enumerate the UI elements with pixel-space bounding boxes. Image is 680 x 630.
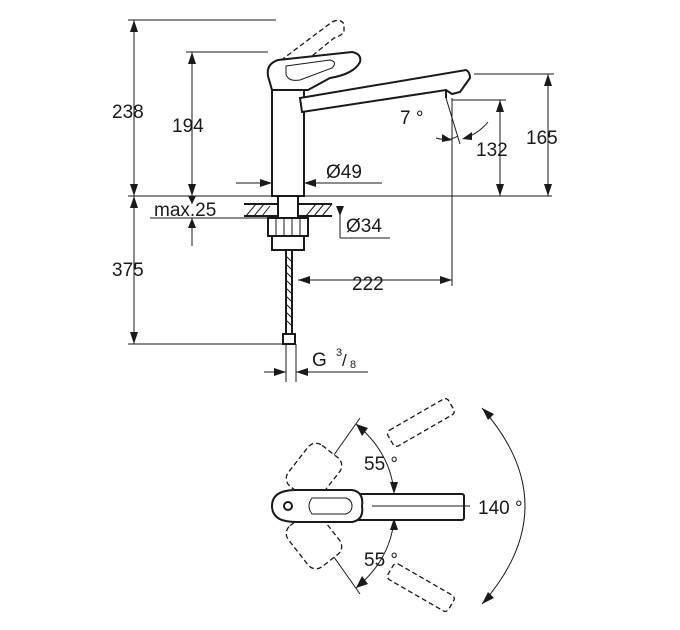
- nut-ribs: [275, 218, 301, 236]
- dim-body-height-label: 194: [172, 116, 204, 137]
- dim-overall-height-label: 238: [112, 102, 144, 123]
- dim-spout-reach-label: 222: [352, 274, 384, 295]
- lower-angle-label: 55 °: [364, 550, 398, 571]
- dim-hose-length-label: 375: [112, 260, 144, 281]
- dim-deck-thickness-label: max.25: [154, 200, 216, 221]
- dim-base-diameter: [236, 176, 382, 196]
- handle-swung-left: [285, 442, 343, 502]
- side-elevation-view: 238 194 165 132: [112, 19, 558, 382]
- faucet-body: [271, 85, 305, 197]
- total-swing-label: 140 °: [478, 498, 523, 519]
- flexible-hose: [285, 250, 293, 334]
- dim-thread-numerator: 3: [336, 347, 342, 359]
- mounting-shank: [277, 195, 299, 219]
- spout-swung-right: [386, 563, 455, 612]
- upper-angle-label: 55 °: [364, 454, 398, 475]
- plan-handle-slot: [308, 497, 353, 515]
- spout: [298, 68, 472, 114]
- dim-spout-reach: [298, 188, 453, 286]
- dim-hose-length: [128, 196, 290, 345]
- mounting-nut: [267, 217, 309, 237]
- swing-arc-outer: [481, 407, 526, 605]
- plan-view: 55 ° 55 ° 140 °: [270, 398, 526, 612]
- dim-thread-size: [264, 344, 368, 382]
- dim-hole-diameter: [336, 206, 390, 239]
- dim-thread-denominator: 8: [350, 359, 356, 371]
- plan-handle-pivot: [283, 501, 293, 511]
- dim-thread-size-label: G: [312, 350, 327, 371]
- dim-spout-height-label: 165: [526, 128, 558, 149]
- handle-slot: [285, 59, 336, 81]
- dim-thread-slash: /: [342, 351, 347, 370]
- dim-spout-height: [474, 73, 554, 196]
- dim-deck-thickness: [150, 196, 268, 246]
- dim-outlet-height-label: 132: [476, 140, 508, 161]
- dim-base-diameter-label: Ø49: [326, 162, 362, 183]
- dim-body-height: [186, 51, 268, 196]
- hose-connector: [282, 333, 296, 345]
- spout-swung-left: [386, 398, 455, 447]
- dim-hole-diameter-label: Ø34: [346, 216, 382, 237]
- handle-lever: [266, 50, 362, 91]
- deck-section: [244, 203, 333, 217]
- dim-overall-height: [128, 19, 276, 196]
- shank-base: [271, 235, 305, 251]
- dim-outlet-height: [452, 99, 506, 196]
- dim-spout-angle-label: 7 °: [400, 108, 423, 129]
- dim-spout-angle: [435, 97, 489, 188]
